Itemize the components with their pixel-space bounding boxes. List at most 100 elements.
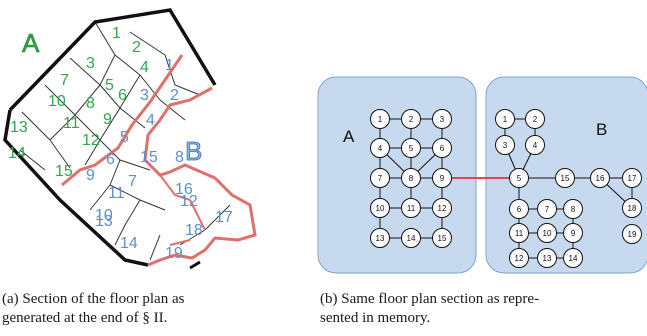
blue-room-2: 2 <box>170 87 179 104</box>
b-node-13: 13 <box>537 248 557 268</box>
svg-text:10: 10 <box>376 204 385 213</box>
blue-room-10: 10 <box>95 207 113 224</box>
b-node-18: 18 <box>622 198 642 218</box>
svg-text:2: 2 <box>409 115 414 124</box>
b-node-4: 4 <box>525 135 545 155</box>
svg-text:4: 4 <box>378 144 383 153</box>
a-node-6: 6 <box>432 138 452 158</box>
svg-text:7: 7 <box>378 174 383 183</box>
b-node-7: 7 <box>537 199 557 219</box>
b-node-12: 12 <box>509 248 529 268</box>
b-node-1: 1 <box>495 109 515 129</box>
blue-room-8: 8 <box>175 149 184 166</box>
svg-text:5: 5 <box>517 174 522 183</box>
room-boundary-19 <box>169 239 191 246</box>
svg-text:3: 3 <box>440 115 445 124</box>
svg-text:1: 1 <box>503 115 508 124</box>
b-node-8: 8 <box>563 199 583 219</box>
blue-room-6: 6 <box>106 151 115 168</box>
a-node-11: 11 <box>401 198 421 218</box>
a-node-10: 10 <box>370 198 390 218</box>
blue-room-11: 11 <box>108 185 125 202</box>
a-node-14: 14 <box>401 228 421 248</box>
svg-text:11: 11 <box>407 204 416 213</box>
room-boundary-16 <box>159 174 206 231</box>
svg-text:1: 1 <box>378 115 383 124</box>
green-room-13: 13 <box>10 119 28 136</box>
svg-text:14: 14 <box>569 254 578 263</box>
a-node-4: 4 <box>370 138 390 158</box>
green-room-3: 3 <box>86 55 95 72</box>
outer-wall-west <box>3 109 149 267</box>
green-room-14: 14 <box>8 145 26 162</box>
svg-text:11: 11 <box>515 229 524 238</box>
blue-room-16: 16 <box>175 181 193 198</box>
b-node-9: 9 <box>563 223 583 243</box>
svg-text:9: 9 <box>440 174 445 183</box>
green-room-1: 1 <box>112 25 121 42</box>
blue-room-1: 1 <box>165 57 174 74</box>
blue-room-15: 15 <box>140 149 158 166</box>
caption-b-line2: sented in memory. <box>320 310 431 326</box>
green-room-9: 9 <box>103 111 112 128</box>
a-node-1: 1 <box>370 109 390 129</box>
graph-label-b: B <box>596 120 607 139</box>
green-room-10: 10 <box>48 93 66 110</box>
region-b-outline <box>143 86 257 267</box>
blue-room-17: 17 <box>215 209 233 226</box>
svg-text:17: 17 <box>628 174 637 183</box>
svg-text:15: 15 <box>561 174 570 183</box>
b-node-17: 17 <box>622 168 642 188</box>
region-boundary <box>61 54 184 187</box>
green-room-11: 11 <box>63 115 80 132</box>
svg-text:16: 16 <box>596 174 605 183</box>
svg-text:9: 9 <box>571 229 576 238</box>
blue-room-18: 18 <box>185 222 203 239</box>
b-node-2: 2 <box>525 109 545 129</box>
svg-text:4: 4 <box>533 141 538 150</box>
a-node-9: 9 <box>432 168 452 188</box>
b-node-15: 15 <box>555 168 575 188</box>
blue-room-13: 13 <box>95 213 113 230</box>
blue-room-3: 3 <box>140 87 149 104</box>
svg-text:12: 12 <box>438 204 447 213</box>
svg-text:6: 6 <box>517 205 522 214</box>
blue-room-4: 4 <box>146 112 155 129</box>
svg-text:7: 7 <box>545 205 550 214</box>
svg-text:19: 19 <box>628 230 637 239</box>
svg-text:2: 2 <box>533 115 538 124</box>
caption-a-line1: (a) Section of the floor plan as <box>2 291 185 307</box>
a-node-7: 7 <box>370 168 390 188</box>
b-node-3: 3 <box>495 135 515 155</box>
blue-room-7: 7 <box>128 173 137 190</box>
region-label-b: B <box>185 136 202 166</box>
green-room-2: 2 <box>132 39 141 56</box>
svg-text:5: 5 <box>409 144 414 153</box>
green-room-4: 4 <box>140 59 149 76</box>
a-node-15: 15 <box>432 228 452 248</box>
green-room-6: 6 <box>118 87 127 104</box>
b-node-6: 6 <box>509 199 529 219</box>
svg-text:10: 10 <box>543 229 552 238</box>
blue-room-9: 9 <box>86 167 95 184</box>
svg-text:15: 15 <box>438 234 447 243</box>
b-node-11: 11 <box>509 223 529 243</box>
a-node-13: 13 <box>370 228 390 248</box>
outer-wall-south <box>189 260 201 270</box>
svg-text:6: 6 <box>440 144 445 153</box>
green-room-5: 5 <box>105 77 114 94</box>
svg-text:12: 12 <box>515 254 524 263</box>
outer-wall-north <box>8 8 217 112</box>
b-node-5: 5 <box>509 168 529 188</box>
svg-text:3: 3 <box>503 141 508 150</box>
b-node-14: 14 <box>563 248 583 268</box>
svg-text:8: 8 <box>409 174 414 183</box>
region-a-panel <box>317 76 477 274</box>
green-room-8: 8 <box>86 95 95 112</box>
a-node-5: 5 <box>401 138 421 158</box>
